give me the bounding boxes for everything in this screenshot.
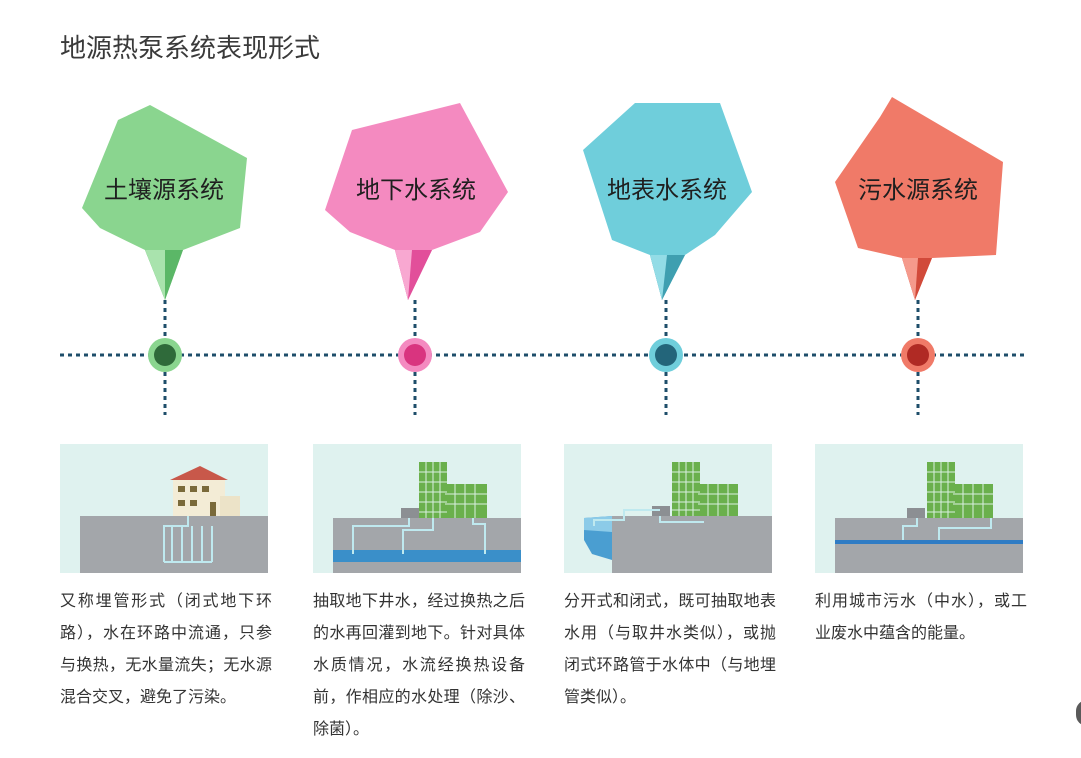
bubble-groundwater <box>325 103 508 300</box>
bubble-surface <box>583 103 752 300</box>
description-surface: 分开式和闭式，既可抽取地表水用（与取井水类似），或抛闭式环路管于水体中（与地埋管… <box>564 591 776 706</box>
bubble-label-sewage: 污水源系统 <box>858 176 978 204</box>
surface-water-system-illustration <box>564 444 772 573</box>
sewage-system-illustration <box>815 444 1023 573</box>
bubble-soil <box>82 105 247 300</box>
description-sewage: 利用城市污水（中水），或工业废水中蕴含的能量。 <box>815 591 1027 642</box>
groundwater-system-illustration <box>313 444 521 573</box>
description-groundwater: 抽取地下井水，经过换热之后的水再回灌到地下。针对具体水质情况，水流经换热设备前，… <box>313 591 525 738</box>
soil-system-illustration <box>60 444 268 573</box>
marker-soil <box>148 300 182 415</box>
description-soil: 又称埋管形式（闭式地下环路），水在环路中流通，只参与换热，无水量流失；无水源混合… <box>60 591 272 706</box>
page-title: 地源热泵系统表现形式 <box>60 34 321 64</box>
bubble-label-groundwater: 地下水系统 <box>356 176 476 204</box>
bubble-sewage <box>835 97 1003 300</box>
page-edge-dot <box>1076 700 1081 726</box>
marker-sewage <box>901 300 935 415</box>
bubble-label-soil: 土壤源系统 <box>104 176 224 204</box>
marker-groundwater <box>398 300 432 415</box>
bubble-label-surface: 地表水系统 <box>607 176 727 204</box>
marker-surface <box>649 300 683 415</box>
timeline-diagram <box>60 97 1024 415</box>
